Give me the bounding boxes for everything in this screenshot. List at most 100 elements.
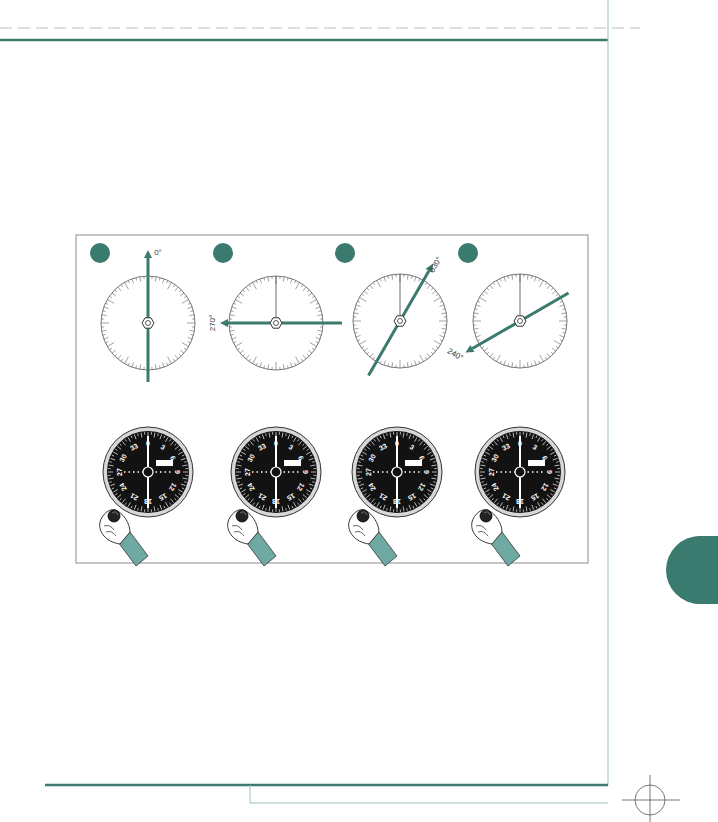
rose-tick (497, 280, 501, 287)
cdi-tick (526, 506, 528, 511)
cdi-tick (272, 432, 273, 434)
rose-tick (504, 360, 506, 365)
cdi-tick (166, 437, 169, 441)
cdi-tick (359, 458, 364, 460)
azimuth-number: 24 (490, 481, 500, 491)
cdi-tick (122, 441, 125, 445)
cdi-tick (185, 475, 187, 476)
hand (100, 510, 130, 544)
rose-tick (301, 359, 303, 361)
cdi-center-ring (143, 467, 153, 477)
cdi-tick (253, 439, 254, 441)
cdi-tick (166, 502, 169, 506)
cdi-tick (492, 499, 494, 501)
rose-tick (552, 348, 556, 351)
cdi-tick (259, 436, 260, 438)
rose-tick (184, 348, 186, 350)
rose-tick (411, 276, 413, 279)
center-nut (274, 321, 279, 326)
rose-tick (182, 300, 189, 304)
obs-knob (484, 512, 490, 515)
rose-tick (353, 316, 356, 317)
cdi-tick (430, 458, 435, 460)
rose-tick (414, 277, 416, 282)
cdi-tick (310, 478, 315, 480)
cdi-tick (555, 472, 560, 473)
rose-tick (168, 357, 172, 364)
rose-tick (184, 296, 186, 298)
cdi-tick (506, 505, 508, 510)
rose-tick (317, 314, 322, 316)
cdi-tick (542, 503, 543, 505)
rose-tick (232, 337, 237, 339)
rose-tick (192, 318, 195, 319)
cdi-tick (120, 444, 122, 446)
cdi-tick (538, 502, 541, 506)
rose-tick (353, 324, 356, 325)
azimuth-number: 33 (256, 442, 266, 452)
cdi-face (356, 431, 438, 513)
rose-tick (316, 303, 319, 304)
rose-tick (303, 287, 306, 291)
course-label: 030° (428, 256, 443, 274)
cdi-tick (390, 506, 392, 511)
rose-tick (121, 359, 123, 361)
rose-tick (316, 342, 319, 343)
rose-tick (361, 294, 363, 296)
rose-tick (370, 285, 373, 289)
rose-tick (356, 305, 361, 307)
cdi-tick (185, 468, 187, 469)
cdi-tick (164, 436, 165, 438)
rose-tick (545, 357, 547, 359)
cdi-tick (383, 505, 385, 510)
rose-tick (477, 301, 480, 302)
rose-tick (319, 310, 322, 312)
rose-tick (307, 290, 309, 292)
cdi-tick (374, 503, 375, 505)
cdi-tick (526, 433, 528, 438)
cdi-tick (112, 488, 114, 489)
cdi-tick (237, 481, 239, 483)
rose-tick (551, 288, 553, 290)
cdi-tick (144, 432, 145, 434)
rose-tick (420, 355, 424, 362)
rose-tick (105, 342, 108, 343)
rose-tick (515, 365, 516, 368)
cdi-tick (313, 468, 315, 469)
rose-tick (180, 350, 184, 353)
cdi-tick (419, 441, 422, 445)
cdi-tick (115, 494, 117, 495)
rose-tick (107, 300, 114, 304)
rose-tick (279, 367, 280, 370)
center-nut (394, 316, 406, 326)
cdi-tick (550, 490, 554, 493)
azimuth-number: 21 (500, 492, 510, 502)
rose-tick (168, 282, 172, 289)
rose-tick (102, 330, 107, 332)
cdi-tick (557, 475, 559, 476)
cdi-tick (311, 472, 316, 473)
rose-tick (162, 279, 164, 284)
cdi-tick (144, 509, 145, 511)
cdi-tick (112, 455, 114, 456)
rose-tick (287, 366, 289, 369)
cdi-tick (285, 433, 287, 435)
rose-tick (109, 348, 111, 350)
cdi-center-ring (271, 467, 281, 477)
rose-tick (444, 324, 447, 325)
cdi-tick (393, 432, 394, 434)
rose-tick (367, 352, 369, 354)
rose-tick (233, 342, 236, 343)
rose-tick (547, 285, 550, 289)
cdi-tick (110, 458, 115, 460)
cdi-tick (310, 488, 312, 489)
cdi-tick (362, 490, 366, 493)
cdi-tick (487, 449, 489, 450)
azimuth-number: 0 (395, 440, 399, 447)
rose-tick (504, 277, 506, 282)
cdi-tick (419, 503, 420, 505)
rose-tick (539, 278, 540, 281)
center-nut (514, 316, 526, 326)
center-nut (146, 321, 151, 326)
rose-tick (301, 284, 303, 286)
